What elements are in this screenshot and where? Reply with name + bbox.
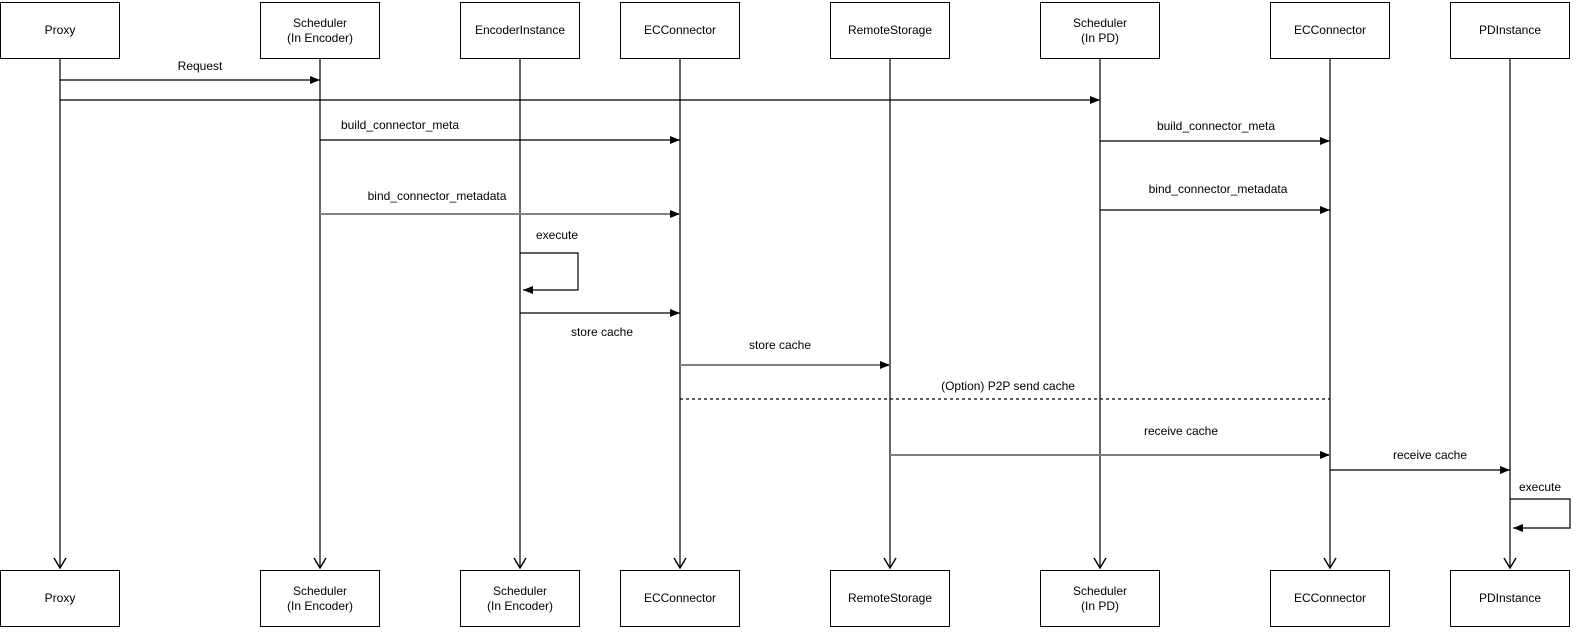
- actor-top-remote-storage: RemoteStorage: [830, 2, 950, 59]
- message-arrow-execute-pd-selfloop: [1510, 498, 1571, 532]
- message-label-store-cache-ec-to-remote: store cache: [748, 338, 812, 352]
- actor-top-proxy: Proxy: [0, 2, 120, 59]
- actor-top-encoder-instance: EncoderInstance: [460, 2, 580, 59]
- actor-top-scheduler-encoder: Scheduler (In Encoder): [260, 2, 380, 59]
- actor-top-pd-instance: PDInstance: [1450, 2, 1570, 59]
- actor-bottom-ec-connector: ECConnector: [620, 570, 740, 627]
- actor-bottom-pd-instance: PDInstance: [1450, 570, 1570, 627]
- message-label-build-connector-meta-left: build_connector_meta: [340, 118, 460, 132]
- actor-top-ec-connector-2: ECConnector: [1270, 2, 1390, 59]
- message-label-build-connector-meta-right: build_connector_meta: [1156, 119, 1276, 133]
- message-label-p2p-send-cache: (Option) P2P send cache: [941, 379, 1075, 393]
- message-label-receive-cache-ec-to-pd: receive cache: [1392, 448, 1468, 462]
- message-arrow-execute-encoder-selfloop: [520, 252, 579, 294]
- actor-bottom-remote-storage: RemoteStorage: [830, 570, 950, 627]
- message-label-execute-pd: execute: [1518, 480, 1562, 494]
- actor-bottom-scheduler-encoder-2: Scheduler (In Encoder): [460, 570, 580, 627]
- actor-top-ec-connector: ECConnector: [620, 2, 740, 59]
- message-label-bind-connector-metadata-right: bind_connector_metadata: [1148, 182, 1288, 196]
- actor-bottom-ec-connector-2: ECConnector: [1270, 570, 1390, 627]
- actor-bottom-scheduler-pd: Scheduler (In PD): [1040, 570, 1160, 627]
- message-label-receive-cache-remote-to-ec: receive cache: [1143, 424, 1219, 438]
- actor-top-scheduler-pd: Scheduler (In PD): [1040, 2, 1160, 59]
- message-label-store-cache-encoder-to-ec: store cache: [570, 325, 634, 339]
- message-label-execute-encoder: execute: [535, 228, 579, 242]
- actor-bottom-proxy: Proxy: [0, 570, 120, 627]
- message-label-bind-connector-metadata-left: bind_connector_metadata: [367, 189, 507, 203]
- actor-bottom-scheduler-encoder: Scheduler (In Encoder): [260, 570, 380, 627]
- message-label-request: Request: [177, 59, 223, 73]
